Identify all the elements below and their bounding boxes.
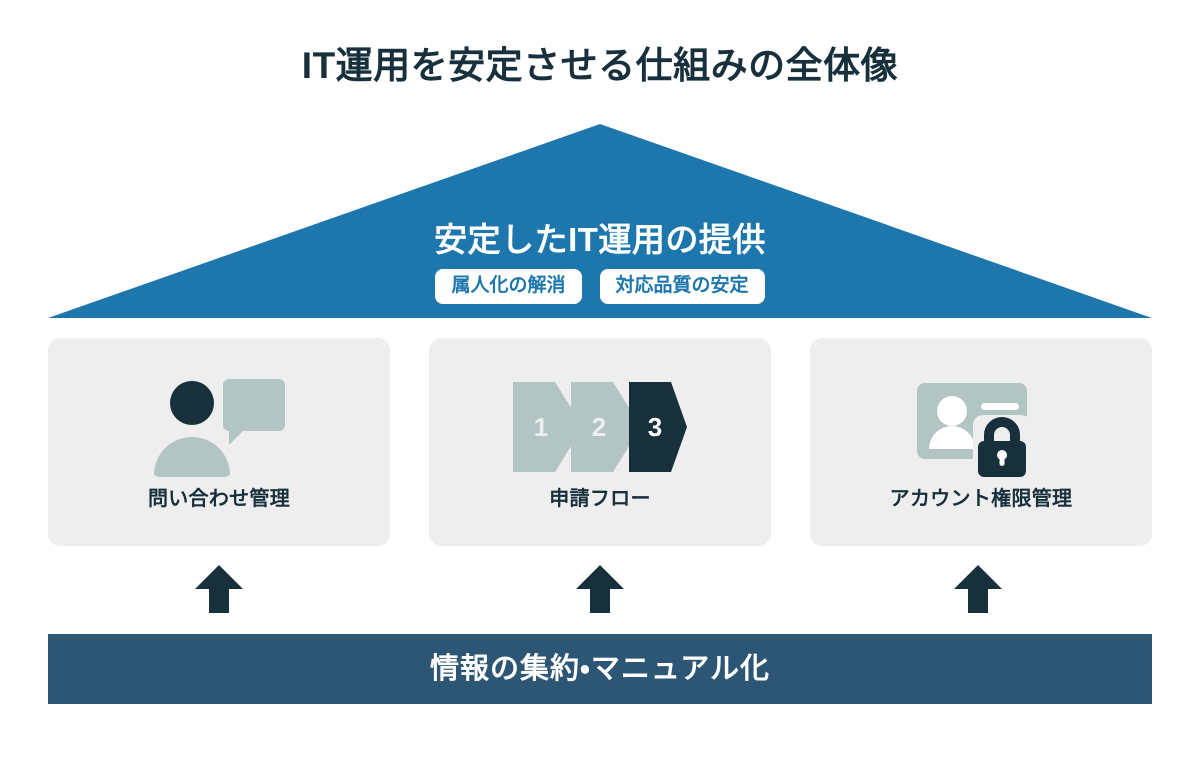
foundation-bar: 情報の集約・マニュアル化 [48,634,1152,704]
arrow-up-icon-2 [576,565,624,613]
roof-section: 安定したIT運用の提供 属人化の解消 対応品質の安定 [0,118,1200,322]
person-speech-bubble-icon [149,373,289,481]
pillar-label-inquiry: 問い合わせ管理 [147,488,291,510]
arrow-row [0,563,1200,627]
pillar-card-row: 問い合わせ管理 1 2 3 申請フロー [48,338,1152,546]
three-step-chevron-icon: 1 2 3 [511,373,689,481]
roof-triangle-shape [48,124,1152,318]
roof-pill-1: 属人化の解消 [435,269,582,304]
chevron-step-2-number: 2 [592,412,606,442]
arrow-up-icon-1 [195,565,243,613]
roof-pill-group: 属人化の解消 対応品質の安定 [435,269,765,304]
id-card-lock-icon [911,373,1051,481]
pillar-card-inquiry: 問い合わせ管理 [48,338,390,546]
pillar-card-account: アカウント権限管理 [810,338,1152,546]
arrow-up-icon-3 [954,565,1002,613]
foundation-label: 情報の集約・マニュアル化 [430,652,770,685]
roof-content: 安定したIT運用の提供 属人化の解消 対応品質の安定 [0,118,1200,322]
roof-heading: 安定したIT運用の提供 [434,221,766,259]
page-title: IT運用を安定させる仕組みの全体像 [301,45,899,86]
pillar-label-account: アカウント権限管理 [889,488,1073,510]
pillar-label-flow: 申請フロー [549,488,651,510]
pillar-card-flow: 1 2 3 申請フロー [429,338,771,546]
chevron-step-1-number: 1 [534,412,548,442]
roof-pill-2: 対応品質の安定 [599,269,765,304]
chevron-step-3-number: 3 [648,412,662,442]
